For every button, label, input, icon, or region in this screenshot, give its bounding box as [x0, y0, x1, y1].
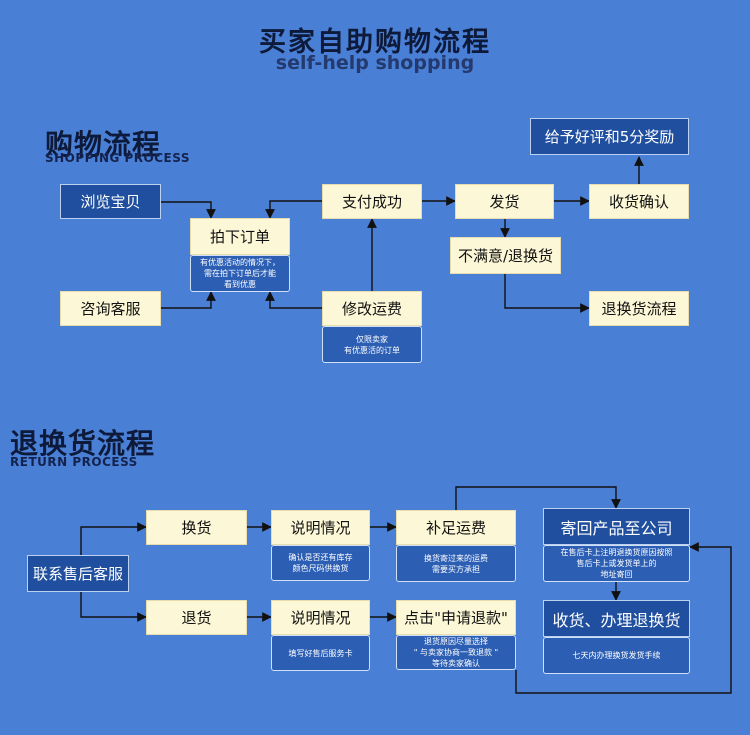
arrow-unsatisfied-to-returnflow: [504, 274, 590, 313]
return-section-title: 退换货流程: [10, 427, 156, 460]
order-box: 拍下订单: [190, 218, 290, 255]
consult-box: 咨询客服: [60, 291, 161, 326]
refund-box: 退货: [146, 600, 247, 635]
arrow-clickrefund-to-send: [515, 542, 732, 694]
ship-box: 发货: [455, 184, 554, 219]
modify-shipping-box: 修改运费: [322, 291, 422, 326]
pay-shipping-box: 补足运费: [396, 510, 516, 545]
explain-box-refund: 说明情况: [271, 600, 370, 635]
click-refund-note: 退货原因尽量选择 " 与卖家协商一致退款 " 等待卖家确认: [396, 635, 516, 670]
review-reward-box: 给予好评和5分奖励: [530, 118, 689, 155]
arrow-pay-to-order: [265, 200, 322, 219]
click-refund-box: 点击"申请退款": [396, 600, 516, 635]
shopping-section-title: 购物流程: [45, 128, 162, 161]
return-section-subtitle: RETURN PROCESS: [10, 455, 138, 469]
arrow-contact-to-refund: [80, 592, 147, 622]
send-to-company-note: 在售后卡上注明退换货原因按照 售后卡上或发货单上的 地址寄回: [543, 545, 690, 582]
explain-box-exchange: 说明情况: [271, 510, 370, 545]
return-process-box: 退换货流程: [589, 291, 689, 326]
page-subtitle: self-help shopping: [275, 52, 475, 74]
shopping-section-subtitle: SHOPPING PROCESS: [45, 151, 190, 165]
order-note: 有优惠活动的情况下， 需在拍下订单后才能 看到优惠: [190, 255, 290, 292]
arrow-consult-to-order: [161, 291, 216, 309]
arrow-contact-to-exchange: [80, 522, 147, 555]
pay-success-box: 支付成功: [322, 184, 422, 219]
contact-service-box: 联系售后客服: [27, 555, 129, 592]
pay-shipping-note: 换货寄过来的运费 需要买方承担: [396, 545, 516, 582]
arrow-payshipping-to-send: [455, 486, 621, 510]
browse-box: 浏览宝贝: [60, 184, 161, 219]
explain-note-exchange: 确认是否还有库存 颜色尺码供换货: [271, 545, 370, 581]
modify-shipping-note: 仅限卖家 有优惠活的订单: [322, 326, 422, 363]
receive-handle-note: 七天内办理换货发货手续: [543, 637, 690, 674]
send-to-company-box: 寄回产品至公司: [543, 508, 690, 545]
page-title: 买家自助购物流程: [259, 27, 491, 58]
explain-note-refund: 填写好售后服务卡: [271, 635, 370, 671]
arrow-browse-to-order: [161, 201, 216, 219]
receive-handle-box: 收货、办理退换货: [543, 600, 690, 637]
arrow-modify-to-order: [265, 291, 322, 309]
unsatisfied-box: 不满意/退换货: [450, 237, 561, 274]
receive-confirm-box: 收货确认: [589, 184, 689, 219]
exchange-box: 换货: [146, 510, 247, 545]
